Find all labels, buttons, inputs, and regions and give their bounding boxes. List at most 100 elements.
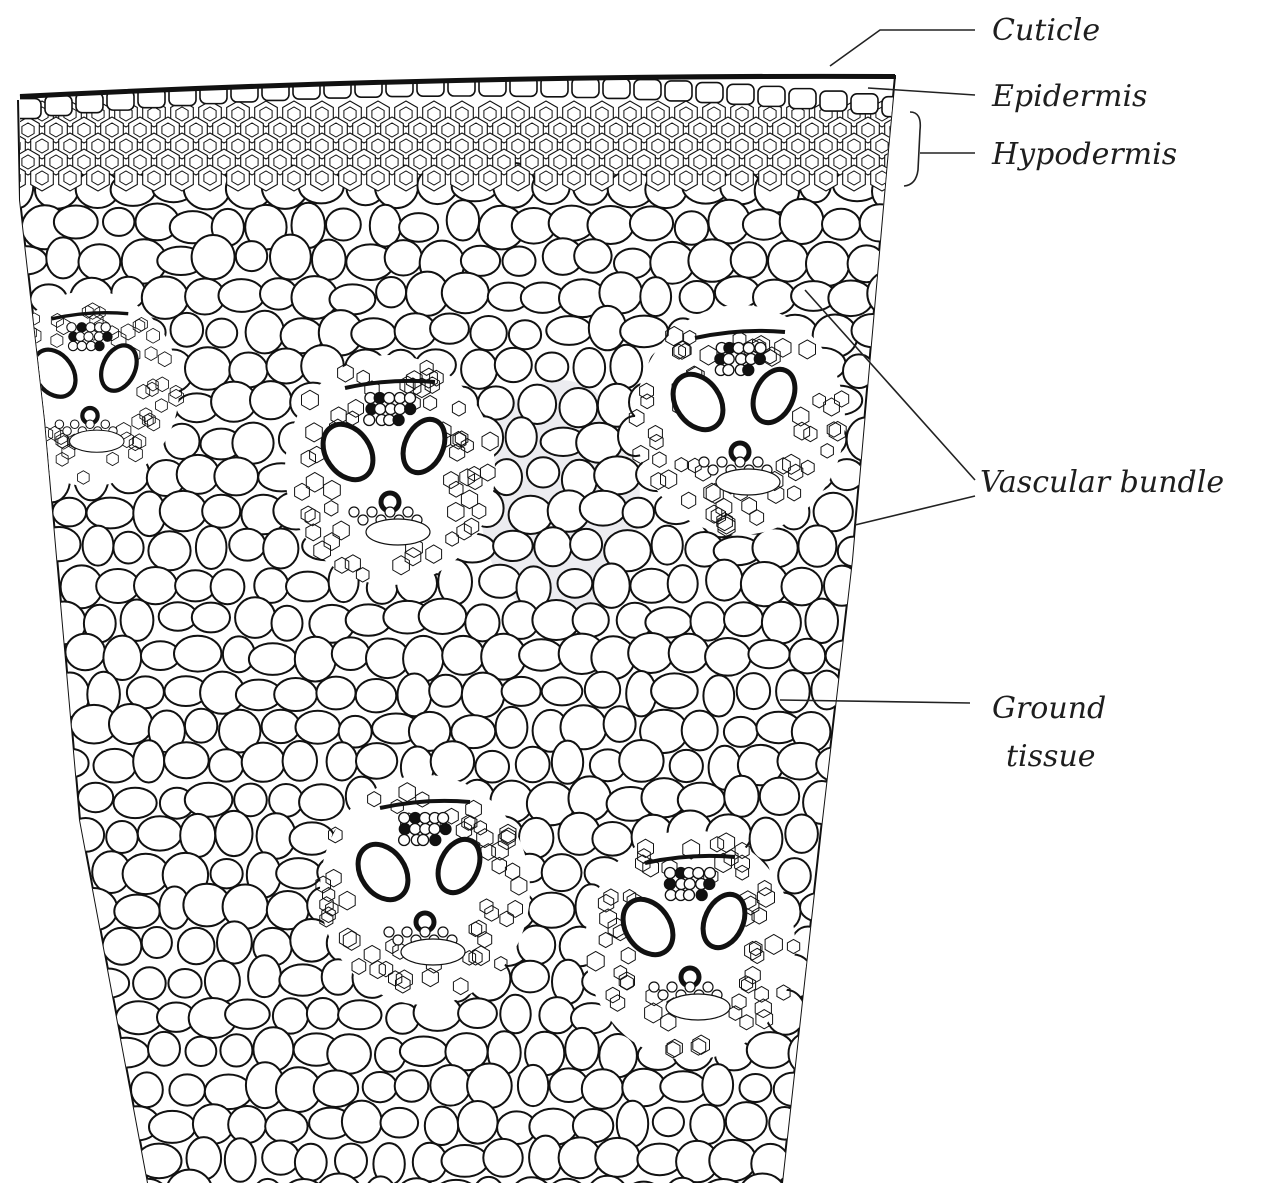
phloem-cell — [755, 343, 766, 354]
ground-tissue-cell — [114, 895, 159, 928]
epidermis-cell — [727, 84, 754, 104]
ground-tissue-cell — [86, 969, 129, 998]
ground-tissue-cell — [705, 638, 751, 676]
ground-tissue-cell — [542, 677, 583, 705]
epidermis-cell — [851, 94, 878, 114]
ground-tissue-cell — [209, 749, 243, 781]
phloem-cell — [743, 365, 754, 376]
lysigenous-cavity — [666, 994, 730, 1020]
ground-tissue-cell — [519, 818, 553, 858]
ground-tissue-cell — [592, 822, 632, 856]
phloem-cell — [429, 824, 440, 835]
lysigenous-cavity — [716, 469, 780, 495]
xylem-parenchyma-cell — [86, 420, 95, 429]
ground-tissue-cell — [442, 273, 489, 314]
ground-tissue-cell — [430, 1065, 470, 1106]
ground-tissue-cell — [539, 997, 574, 1033]
ground-tissue-cell — [307, 998, 339, 1029]
xylem-parenchyma-cell — [753, 457, 763, 467]
epidermis-cell — [665, 81, 692, 101]
epidermis-cell — [634, 80, 661, 100]
ground-tissue-cell — [529, 893, 575, 928]
phloem-cell — [394, 404, 405, 415]
phloem-cell — [696, 890, 707, 901]
ground-tissue-cell — [262, 1141, 299, 1175]
ground-tissue-cell — [175, 570, 216, 601]
ground-tissue-cell — [478, 386, 514, 419]
phloem-cell — [405, 393, 416, 404]
ground-tissue-cell — [574, 239, 611, 273]
ground-tissue-cell — [164, 742, 209, 778]
ground-tissue-cell — [747, 1032, 794, 1068]
ground-tissue-cell — [652, 526, 683, 565]
ground-tissue-cell — [774, 1073, 814, 1106]
phloem-cell — [704, 868, 715, 879]
ground-tissue-cell — [252, 1179, 283, 1183]
ground-tissue-cell — [134, 567, 177, 604]
ground-tissue-cell — [211, 859, 243, 888]
ground-tissue-cell — [768, 241, 808, 282]
ground-tissue-cell — [580, 491, 626, 526]
ground-tissue-cell — [709, 1140, 756, 1181]
ground-tissue-cell — [582, 1069, 623, 1108]
ground-tissue-cell — [314, 1070, 358, 1107]
xylem-parenchyma-cell — [358, 515, 368, 525]
xylem-parenchyma-cell — [699, 457, 709, 467]
ground-tissue-cell — [776, 670, 810, 712]
phloem-cell — [723, 365, 734, 376]
ground-tissue-cell — [585, 672, 620, 708]
phloem-cell — [95, 341, 104, 350]
sheath-cell — [9, 346, 20, 359]
ground-tissue-cell — [519, 639, 563, 670]
ground-tissue-cell — [270, 235, 311, 280]
ground-tissue-cell — [542, 854, 582, 891]
ground-tissue-cell — [475, 751, 509, 783]
ground-tissue-cell — [669, 634, 709, 673]
phloem-cell — [723, 354, 734, 365]
ground-tissue-cell — [381, 1108, 419, 1138]
ground-tissue-cell — [653, 1108, 684, 1136]
ground-tissue-cell — [509, 320, 541, 349]
ground-tissue-cell — [516, 747, 550, 782]
phloem-cell — [664, 879, 675, 890]
ground-tissue-cell — [623, 498, 654, 528]
ground-tissue-cell — [250, 381, 291, 419]
phloem-cell — [665, 868, 676, 879]
epidermis-cell — [696, 83, 723, 103]
ground-tissue-cell — [133, 967, 166, 999]
ground-tissue-cell — [660, 1071, 706, 1102]
ground-tissue-cell — [630, 569, 672, 603]
ground-tissue-cell — [225, 1000, 270, 1029]
ground-tissue-cell — [430, 314, 469, 344]
phloem-cell — [693, 868, 704, 879]
label-vascular-bundle: Vascular bundle — [980, 465, 1224, 500]
ground-tissue-cell — [46, 237, 80, 278]
ground-tissue-cell — [262, 710, 300, 743]
ground-tissue-cell — [94, 749, 136, 783]
ground-tissue-cell — [219, 279, 265, 312]
phloem-cell — [101, 323, 110, 332]
ground-tissue-cell — [385, 240, 422, 275]
ground-tissue-cell — [206, 319, 237, 348]
sheath-cell — [28, 449, 42, 466]
phloem-cell — [393, 415, 404, 426]
phloem-cell — [704, 879, 715, 890]
ground-tissue-cell — [670, 750, 703, 782]
phloem-cell — [399, 835, 410, 846]
phloem-cell — [743, 343, 754, 354]
ground-tissue-cell — [65, 634, 105, 670]
vascular-bundle-leader-2 — [855, 496, 975, 525]
ground-tissue-cell — [442, 1145, 489, 1177]
xylem-parenchyma-cell — [685, 982, 695, 992]
ground-tissue-cell — [675, 211, 709, 245]
ground-tissue-cell — [138, 816, 182, 850]
ground-tissue-cell — [706, 560, 742, 601]
ground-tissue-cell — [87, 498, 134, 529]
sheath-cell — [0, 408, 11, 422]
ground-tissue-cell — [235, 597, 275, 638]
phloem-cell — [77, 323, 86, 332]
ground-tissue-cell — [506, 417, 537, 456]
ground-tissue-cell — [800, 893, 839, 922]
ground-tissue-cell — [142, 277, 188, 319]
xylem-parenchyma-cell — [658, 990, 668, 1000]
